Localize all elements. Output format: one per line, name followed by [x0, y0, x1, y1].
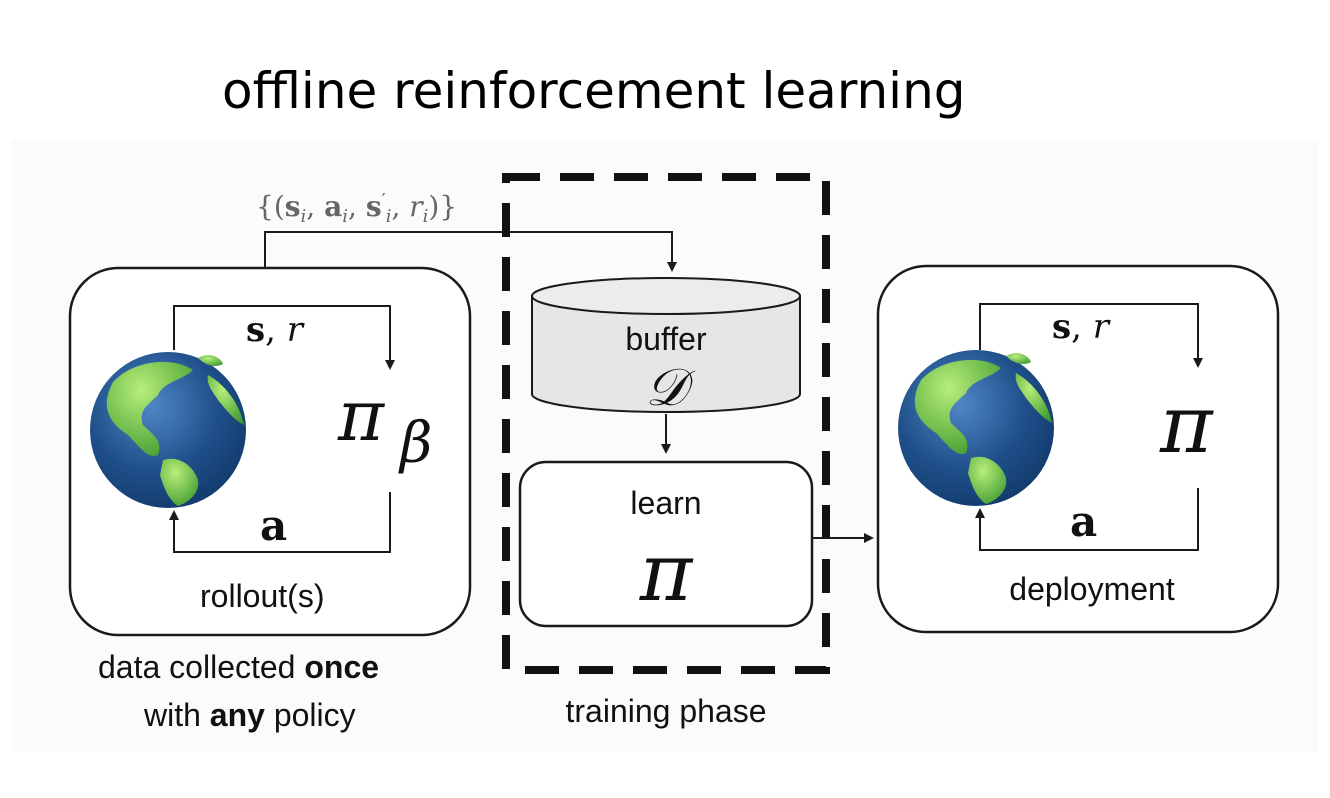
deployment-state-reward: s, r	[1052, 307, 1111, 347]
rollout-to-buffer-arrow	[264, 231, 677, 272]
deployment-action: a	[1070, 497, 1097, 546]
tuple-brace-open: {(	[256, 190, 285, 223]
deployment-label: deployment	[1009, 571, 1175, 607]
rollout-label: rollout(s)	[200, 578, 324, 614]
learn-box	[518, 460, 814, 628]
training-phase-box	[502, 173, 830, 674]
transition-tuple-label: {(si, ai, s′i, ri)}	[256, 190, 457, 227]
rollout-policy-subscript: β	[398, 411, 432, 476]
rollout-caption-line1: data collected once	[98, 649, 379, 685]
diagram-title: offline reinforcement learning	[222, 62, 966, 120]
deployment-globe-icon	[898, 350, 1054, 506]
deployment-policy-symbol: π	[1159, 378, 1214, 471]
rollout-state-arrow	[173, 305, 395, 370]
training-phase-label: training phase	[565, 693, 766, 729]
rollout-action-arrow	[169, 492, 391, 553]
deployment-action-arrow	[975, 488, 1199, 551]
rollout-state-reward: s, r	[246, 310, 305, 350]
rollout-action: a	[260, 501, 287, 550]
rollout-caption-line2: with any policy	[143, 697, 356, 733]
learn-label: learn	[630, 485, 701, 521]
rollout-globe-icon	[90, 352, 246, 508]
buffer-label: buffer	[625, 321, 707, 357]
rollout-policy-symbol: π	[337, 375, 386, 457]
buffer-cylinder	[531, 277, 801, 413]
deployment-state-arrow	[979, 303, 1203, 368]
learn-policy-symbol: π	[639, 526, 694, 619]
